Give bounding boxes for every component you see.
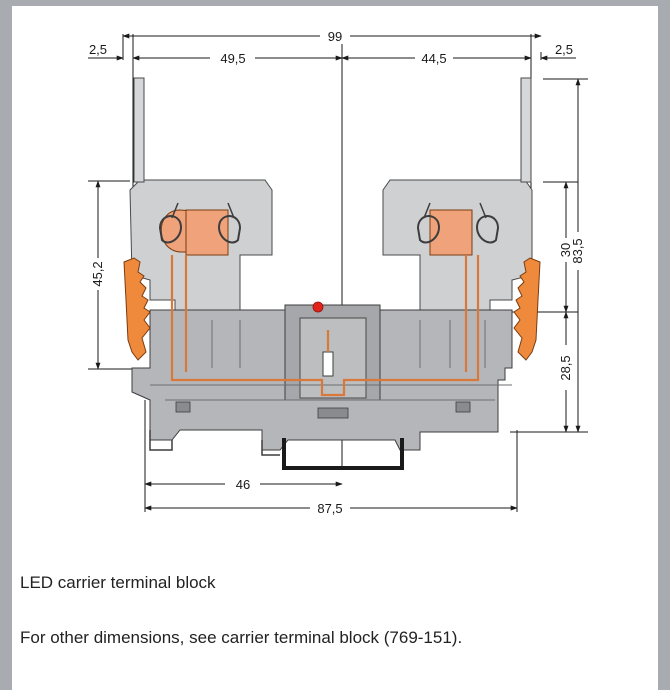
dim-label-half-base: 46 — [236, 477, 250, 492]
left-spring-clamp — [158, 202, 242, 256]
dim-label-left-margin: 2,5 — [89, 42, 107, 57]
terminal-block — [123, 77, 541, 470]
left-test-pin — [133, 77, 145, 183]
terminal-block-drawing: 99 2,5 49,5 44,5 2,5 45,2 30 83,5 28,5 4… — [88, 29, 588, 516]
current-bars — [170, 255, 480, 397]
dim-label-lower-height: 28,5 — [558, 355, 573, 380]
caption-note: For other dimensions, see carrier termin… — [20, 628, 463, 647]
dim-label-upper-height: 30 — [558, 243, 573, 257]
led-resistor — [322, 351, 334, 377]
dim-label-right-half: 44,5 — [421, 51, 446, 66]
dim-label-total-base: 87,5 — [317, 501, 342, 516]
right-test-pin — [520, 77, 532, 183]
dimension-arrows — [88, 33, 581, 511]
led-light — [312, 301, 324, 313]
dim-label-left-half: 49,5 — [220, 51, 245, 66]
dim-label-total-width: 99 — [328, 29, 342, 44]
caption-title: LED carrier terminal block — [20, 573, 216, 592]
left-marker-carrier — [123, 257, 151, 361]
right-spring-clamp — [416, 202, 500, 256]
right-marker-carrier — [513, 257, 541, 361]
dim-label-left-height: 45,2 — [90, 261, 105, 286]
dim-label-right-margin: 2,5 — [555, 42, 573, 57]
dim-label-total-height: 83,5 — [570, 238, 585, 263]
din-rail — [282, 438, 404, 470]
